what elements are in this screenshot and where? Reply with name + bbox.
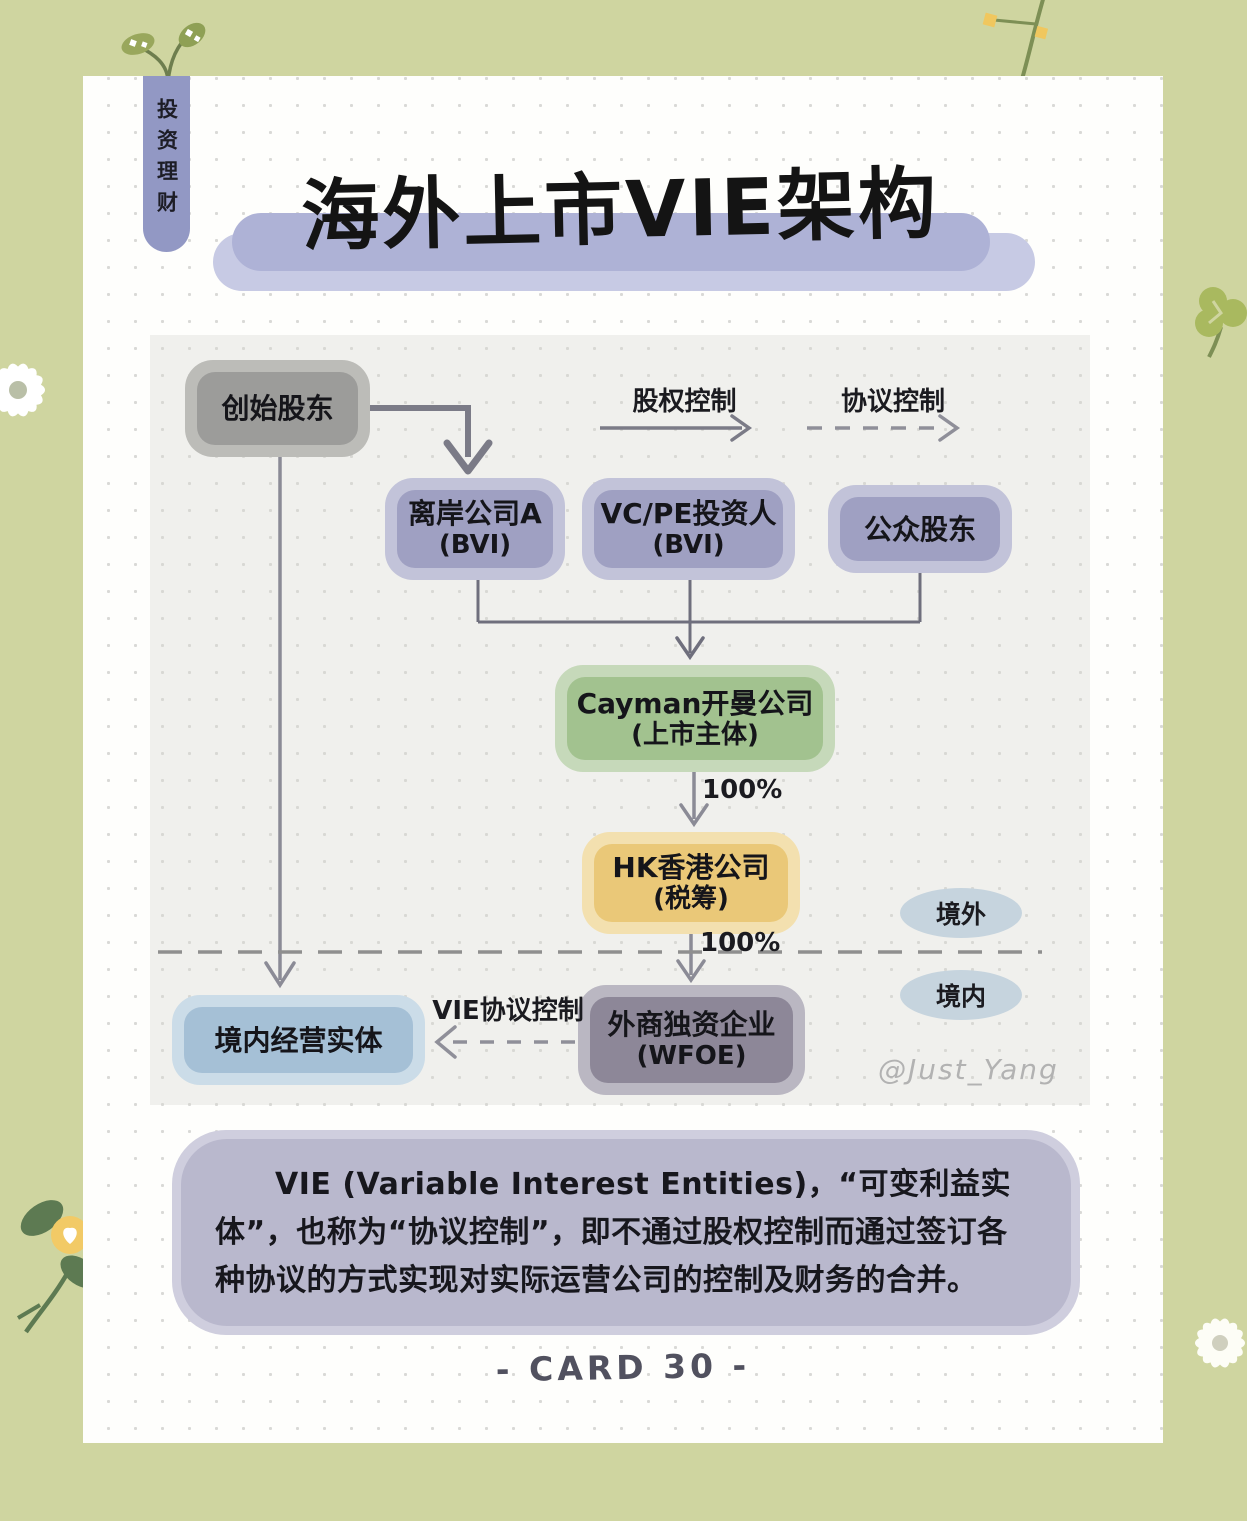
region-onshore-badge: 境内	[900, 970, 1022, 1020]
node-vcpe-investors: VC/PE投资人 (BVI)	[582, 478, 795, 580]
vie-description-block: VIE (Variable Interest Entities)，“可变利益实体…	[172, 1130, 1080, 1335]
node-public-shareholders: 公众股东	[828, 485, 1012, 573]
page-title: 海外上市VIE架构	[300, 159, 940, 263]
node-founder-shareholders: 创始股东	[185, 360, 370, 457]
region-offshore-badge: 境外	[900, 888, 1022, 938]
category-label: 投资理财	[154, 98, 179, 222]
node-cayman-company: Cayman开曼公司 (上市主体)	[555, 665, 835, 772]
legend-agreement-control-label: 协议控制	[840, 387, 945, 417]
author-watermark: @Just_Yang	[878, 1053, 1059, 1086]
vie-agreement-control-label: VIE协议控制	[432, 996, 584, 1026]
percent-hk-to-wfoe: 100%	[700, 928, 781, 958]
daisy-left-decoration	[0, 363, 45, 417]
clover-decoration	[1195, 287, 1247, 358]
sprout-decoration	[121, 22, 206, 83]
legend-equity-control-label: 股权控制	[632, 387, 737, 417]
category-bookmark-tab: 投资理财	[143, 76, 190, 252]
node-hk-company: HK香港公司 (税筹)	[582, 832, 800, 934]
percent-cayman-to-hk: 100%	[702, 775, 783, 805]
diagram-panel: 股权控制 协议控制 创始股东 离岸公司A (BVI) VC/PE投资人 (BVI…	[150, 335, 1090, 1105]
node-wfoe: 外商独资企业 (WFOE)	[578, 985, 805, 1095]
node-domestic-operating-entity: 境内经营实体	[172, 995, 425, 1085]
connector-lines	[158, 405, 1042, 1059]
node-offshore-company-a: 离岸公司A (BVI)	[385, 478, 565, 580]
daisy-right-decoration	[1195, 1318, 1245, 1368]
vie-description-text: VIE (Variable Interest Entities)，“可变利益实体…	[215, 1166, 1011, 1298]
title-highlight-dark	[232, 213, 990, 271]
